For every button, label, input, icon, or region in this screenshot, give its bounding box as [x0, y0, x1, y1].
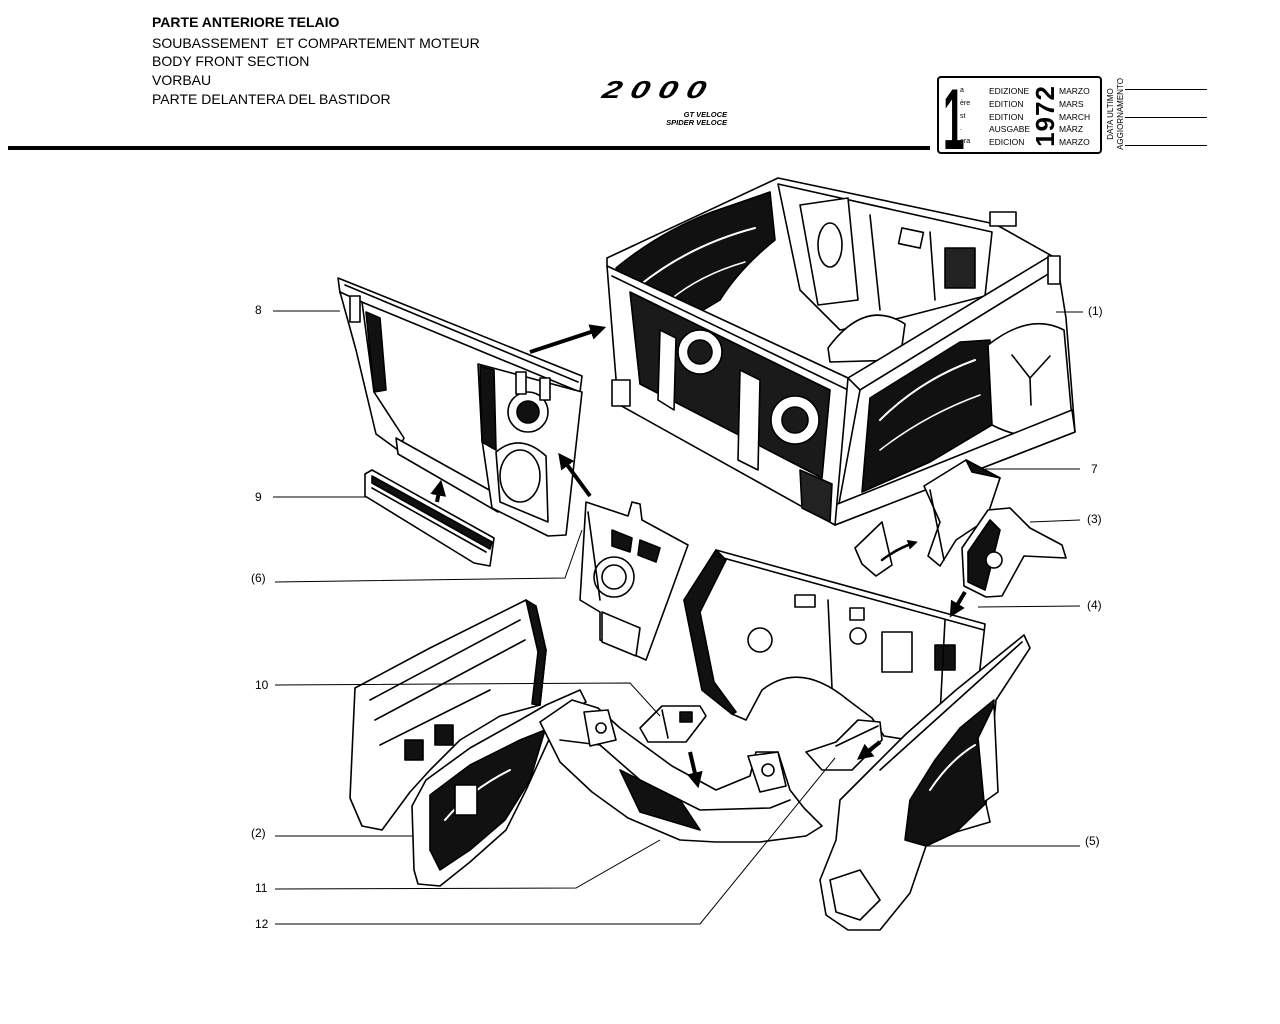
leader-line-3	[1029, 519, 1081, 523]
update-entry-line	[1125, 89, 1207, 90]
leader-line-11	[274, 839, 661, 890]
callout-label: 8	[255, 303, 262, 317]
title-french: SOUBASSEMENT ET COMPARTEMENT MOTEUR	[152, 35, 480, 51]
top-tab	[989, 211, 1017, 227]
part-8-front-panel-frame	[337, 277, 583, 537]
part-10-bracket	[639, 705, 707, 743]
edition-label: EDITION	[989, 99, 1024, 109]
edition-label: EDICION	[989, 137, 1025, 147]
callout-label: 10	[255, 678, 269, 692]
edition-label: EDITION	[989, 112, 1024, 122]
assembly-arrow	[687, 751, 703, 789]
edition-number: 1	[943, 72, 965, 168]
part-12-bracket	[805, 719, 883, 771]
title-german: VORBAU	[152, 72, 212, 88]
update-entry-line	[1125, 117, 1207, 118]
edition-label: AUSGABE	[989, 124, 1031, 134]
part-9-lower-crossmember	[364, 469, 495, 567]
leader-line-10	[274, 682, 661, 717]
callout-label: (5)	[1085, 834, 1100, 848]
edition-suffix: .	[960, 125, 962, 132]
part-5-right-inner-fender	[819, 634, 1031, 931]
model-variant-gt: GT VELOCE	[683, 110, 727, 119]
assembly-arrow	[880, 540, 918, 562]
assembly-arrow	[949, 590, 967, 618]
assembly-arrows	[430, 324, 967, 789]
edition-label: EDIZIONE	[989, 86, 1030, 96]
update-entry-line	[1125, 145, 1207, 146]
edition-month: MARCH	[1059, 112, 1091, 122]
edition-month: MÄRZ	[1059, 124, 1084, 134]
callout-label: 7	[1091, 462, 1098, 476]
part-7-bracket	[854, 459, 1001, 577]
callout-label: (4)	[1087, 598, 1102, 612]
edition-suffix: a	[960, 87, 964, 94]
part-11-crossmember	[539, 699, 823, 843]
title-spanish: PARTE DELANTERA DEL BASTIDOR	[152, 91, 391, 107]
edition-month: MARZO	[1059, 137, 1090, 147]
page-title: PARTE ANTERIORE TELAIO	[152, 14, 340, 30]
left-wheelhouse	[615, 191, 776, 319]
title-english: BODY FRONT SECTION	[152, 53, 310, 69]
assembly-arrow	[430, 479, 447, 503]
part-2-left-inner-fender	[349, 599, 587, 887]
part-6-headlamp-panel	[579, 501, 689, 661]
edition-month: MARZO	[1059, 86, 1090, 96]
header-rule	[8, 146, 930, 150]
edition-suffix: st	[960, 113, 966, 120]
edition-suffix: era	[960, 138, 971, 145]
callout-label: (3)	[1087, 512, 1102, 526]
model-variant-spider: SPIDER VELOCE	[666, 118, 727, 127]
callout-label: 9	[255, 490, 262, 504]
assembly-arrow	[856, 740, 882, 760]
callout-label: (6)	[251, 571, 266, 585]
leader-lines	[273, 310, 1083, 925]
leader-line-4	[977, 605, 1081, 608]
callout-label: 11	[255, 881, 268, 895]
edition-month: MARS	[1059, 99, 1084, 109]
callout-label: (2)	[251, 826, 266, 840]
leader-line-6	[274, 529, 583, 583]
assembly-arrow	[529, 324, 607, 354]
callout-label: 12	[255, 917, 269, 931]
part-4-bulkhead	[683, 549, 986, 743]
edition-suffix: ère	[960, 100, 971, 107]
callout-label: (1)	[1088, 304, 1103, 318]
assembly-arrow	[558, 452, 592, 498]
edition-box: 1 a ère st . era EDIZIONE EDITION EDITIO…	[937, 76, 1102, 163]
part-3-support-bracket	[961, 507, 1067, 598]
part-1-front-body-assembly	[606, 177, 1076, 526]
leader-line-12	[275, 757, 836, 925]
